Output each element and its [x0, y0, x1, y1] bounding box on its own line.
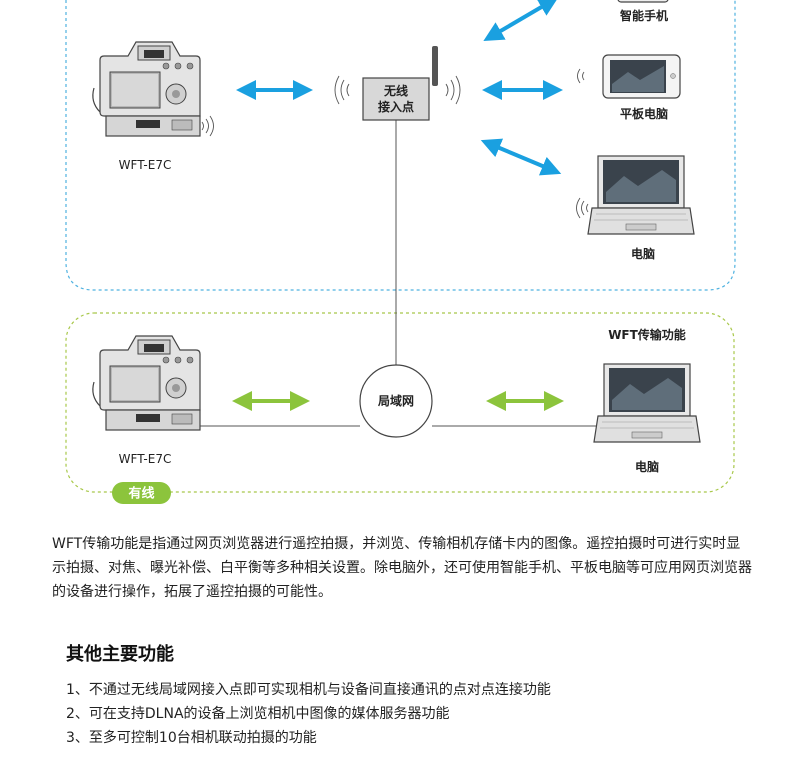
wired-badge-label: 有线: [128, 486, 154, 502]
access-point: 无线 接入点: [334, 46, 461, 121]
camera-top: [92, 41, 214, 137]
smartphone-icon: [617, 0, 669, 3]
camera-top-label: WFT-E7C: [119, 158, 172, 172]
computer-bottom-icon: [593, 363, 701, 443]
access-point-label-2: 接入点: [378, 99, 414, 114]
antenna-icon: [432, 46, 438, 86]
wired-badge: 有线: [112, 482, 171, 504]
camera-bottom: [92, 335, 201, 431]
other-features-list: 1、不通过无线局域网接入点即可实现相机与设备间直接通讯的点对点连接功能 2、可在…: [66, 678, 551, 750]
camera-bottom-label: WFT-E7C: [119, 452, 172, 466]
feature-item: 2、可在支持DLNA的设备上浏览相机中图像的媒体服务器功能: [66, 706, 450, 722]
computer-top-label: 电脑: [631, 246, 655, 261]
wired-region: [65, 312, 735, 493]
lan-node: 局域网: [359, 364, 433, 438]
access-point-label-1: 无线: [383, 83, 408, 98]
tablet-icon: [577, 54, 681, 99]
description-paragraph: WFT传输功能是指通过网页浏览器进行遥控拍摄，并浏览、传输相机存储卡内的图像。遥…: [52, 536, 752, 600]
feature-item: 1、不通过无线局域网接入点即可实现相机与设备间直接通讯的点对点连接功能: [66, 682, 551, 698]
other-features-title: 其他主要功能: [66, 644, 174, 665]
computer-bottom-label: 电脑: [635, 459, 659, 474]
wireless-arrow-ap-computer: [480, 138, 562, 176]
lan-label: 局域网: [378, 393, 414, 408]
tablet-label: 平板电脑: [620, 106, 668, 121]
smartphone-label: 智能手机: [619, 8, 668, 23]
network-diagram: WFT-E7C 无线 接入点 智能手机 平板电脑 电脑: [65, 0, 736, 504]
wft-function-label: WFT传输功能: [608, 327, 686, 342]
wireless-region: [65, 0, 736, 291]
computer-top-icon: [576, 155, 695, 235]
wireless-arrow-ap-smartphone: [483, 0, 559, 42]
feature-item: 3、至多可控制10台相机联动拍摄的功能: [66, 730, 317, 746]
